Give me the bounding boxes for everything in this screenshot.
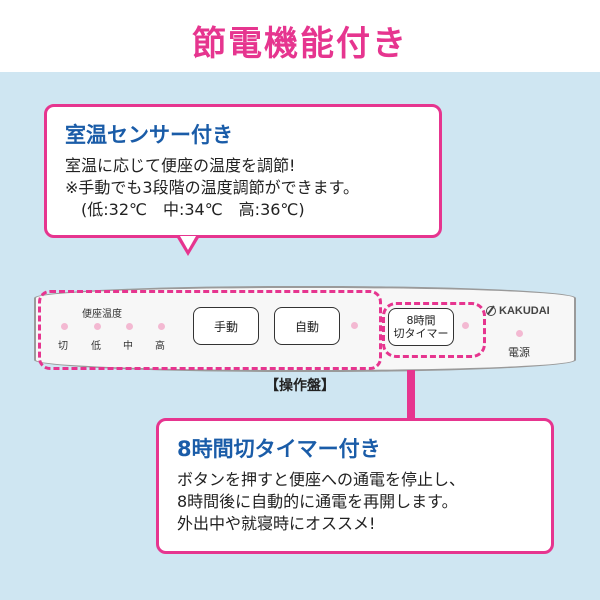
timer-callout-connector [407, 370, 415, 420]
brand-mark-icon [486, 306, 496, 316]
sensor-callout: 室温センサー付き 室温に応じて便座の温度を調節! ※手動でも3段階の温度調節がで… [44, 104, 442, 238]
timer-callout-heading: 8時間切タイマー付き [177, 437, 381, 461]
timer-button[interactable]: 8時間 切タイマー [388, 308, 454, 346]
level-low-label: 低 [91, 341, 101, 352]
sensor-callout-line2: ※手動でも3段階の温度調節ができます。 [65, 178, 359, 197]
power-label: 電源 [508, 346, 530, 359]
level-mid-label: 中 [123, 341, 133, 352]
auto-indicator-led [351, 322, 358, 329]
brand-name: KAKUDAI [499, 305, 550, 317]
seat-temp-label: 便座温度 [82, 309, 122, 320]
led-mid-indicator [126, 323, 133, 330]
panel-caption: 【操作盤】 [265, 378, 335, 394]
led-high-indicator [158, 323, 165, 330]
sensor-callout-pointer-inner [180, 236, 196, 250]
timer-zone-highlight [382, 302, 486, 358]
sensor-callout-heading: 室温センサー付き [65, 123, 233, 147]
auto-button[interactable]: 自動 [274, 307, 340, 345]
timer-button-line1: 8時間 [406, 314, 436, 327]
timer-callout-line2: 8時間後に自動的に通電を再開します。 [177, 492, 458, 511]
level-off-label: 切 [58, 341, 68, 352]
level-high-label: 高 [155, 341, 165, 352]
led-off-indicator [61, 323, 68, 330]
timer-indicator-led [462, 322, 469, 329]
sensor-callout-line1: 室温に応じて便座の温度を調節! [65, 156, 296, 175]
led-low-indicator [94, 323, 101, 330]
brand-logo: KAKUDAI [486, 305, 550, 317]
power-indicator-led [516, 330, 523, 337]
timer-button-line2: 切タイマー [393, 327, 449, 340]
timer-callout-line3: 外出中や就寝時にオススメ! [177, 514, 376, 533]
timer-callout-line1: ボタンを押すと便座への通電を停止し、 [177, 470, 466, 489]
page-title: 節電機能付き [192, 24, 408, 64]
sensor-callout-line3: (低:32℃ 中:34℃ 高:36℃) [81, 200, 305, 219]
timer-callout: 8時間切タイマー付き ボタンを押すと便座への通電を停止し、 8時間後に自動的に通… [156, 418, 554, 554]
temperature-zone-highlight [38, 290, 382, 370]
manual-button[interactable]: 手動 [193, 307, 259, 345]
